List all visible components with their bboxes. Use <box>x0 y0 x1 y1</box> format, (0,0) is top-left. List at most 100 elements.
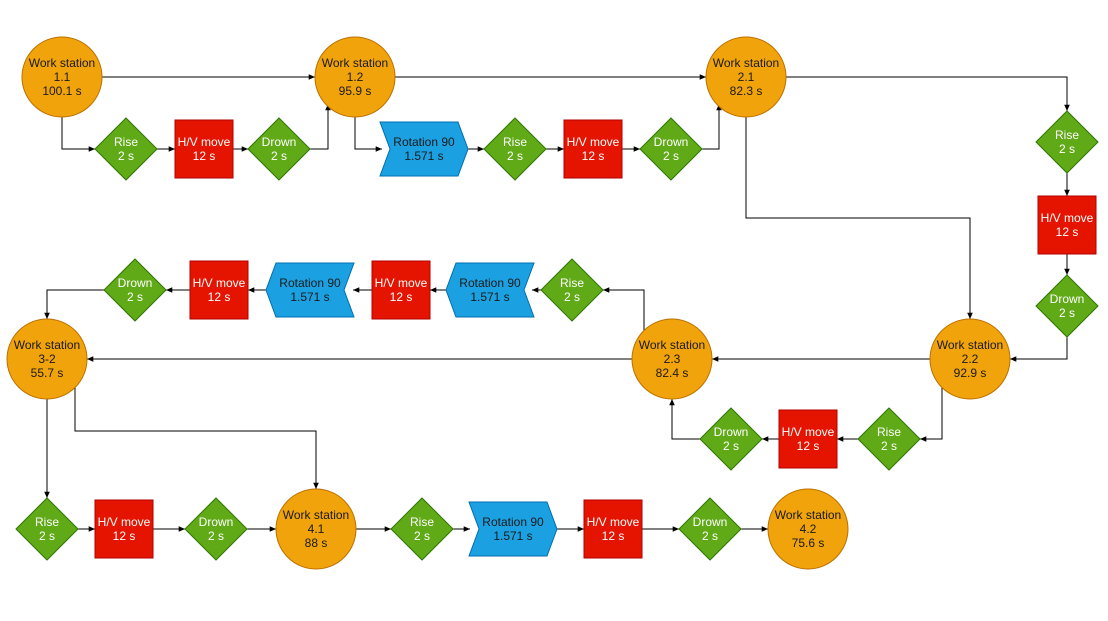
node-label-line: 2.1 <box>738 70 755 84</box>
node-shape <box>1037 195 1097 255</box>
node-label-line: 4.1 <box>308 522 325 536</box>
connector-ws11-to-r1 <box>61 117 95 152</box>
node-label-line: Rise <box>503 135 527 149</box>
node-label-line: 1.571 s <box>493 529 532 543</box>
connector-d1-to-ws12 <box>310 104 331 150</box>
node-label-line: H/V move <box>178 135 231 149</box>
node-label-line: Rotation 90 <box>482 515 544 529</box>
rotation-step-rot6: Rotation 901.571 s <box>265 262 355 318</box>
node-label-line: 100.1 s <box>42 84 81 98</box>
node-label-line: 2.2 <box>962 352 979 366</box>
node-shape <box>483 117 547 181</box>
node-label-line: 4.2 <box>800 522 817 536</box>
node-label-line: H/V move <box>1041 211 1094 225</box>
node-label-line: Rise <box>877 425 901 439</box>
node-label-line: 2 s <box>39 529 55 543</box>
node-shape <box>6 318 88 400</box>
node-shape <box>929 318 1011 400</box>
node-label-line: 2 s <box>118 149 134 163</box>
node-shape <box>857 407 921 471</box>
node-label-line: Work station <box>937 338 1003 352</box>
node-label-line: 12 s <box>193 149 216 163</box>
node-label-line: H/V move <box>98 515 151 529</box>
node-label-line: 2 s <box>723 439 739 453</box>
node-label-line: 12 s <box>208 290 231 304</box>
node-label-line: 3-2 <box>38 352 56 366</box>
node-label-line: Rise <box>560 276 584 290</box>
node-label-line: 12 s <box>390 290 413 304</box>
node-label-line: Work station <box>639 338 705 352</box>
node-shape <box>678 497 742 561</box>
node-label-line: 2 s <box>564 290 580 304</box>
node-label-line: Work station <box>322 56 388 70</box>
connector-ws21-to-r3 <box>786 76 1070 111</box>
node-shape <box>265 262 355 318</box>
node-shape <box>247 117 311 181</box>
node-label-line: 88 s <box>305 536 328 550</box>
node-label-line: 55.7 s <box>31 366 64 380</box>
connector-d3-to-ws22 <box>1010 337 1068 362</box>
node-label-line: Drown <box>714 425 749 439</box>
node-label-line: 2 s <box>414 529 430 543</box>
node-label-line: Rotation 90 <box>393 135 455 149</box>
node-label-line: Drown <box>1050 292 1085 306</box>
node-label-line: H/V move <box>782 425 835 439</box>
node-label-line: 1.1 <box>54 70 71 84</box>
node-label-line: 12 s <box>582 149 605 163</box>
node-label-line: 12 s <box>797 439 820 453</box>
node-label-line: 2 s <box>881 439 897 453</box>
node-shape <box>1035 274 1099 338</box>
node-label-line: 2 s <box>702 529 718 543</box>
node-label-line: Rotation 90 <box>279 276 341 290</box>
node-label-line: 75.6 s <box>792 536 825 550</box>
node-label-line: H/V move <box>193 276 246 290</box>
node-label-line: Rotation 90 <box>459 276 521 290</box>
node-shape <box>275 488 357 570</box>
node-shape <box>174 119 234 179</box>
node-shape <box>314 36 396 118</box>
node-label-line: Work station <box>713 56 779 70</box>
node-shape <box>371 260 431 320</box>
node-label-line: 1.2 <box>347 70 364 84</box>
node-label-line: Drown <box>199 515 234 529</box>
node-label-line: 2 s <box>507 149 523 163</box>
node-label-line: Work station <box>29 56 95 70</box>
node-shape <box>379 121 469 177</box>
node-label-line: Rise <box>35 515 59 529</box>
node-label-line: 82.4 s <box>656 366 689 380</box>
node-label-line: 2 s <box>127 290 143 304</box>
node-shape <box>639 117 703 181</box>
node-shape <box>103 258 167 322</box>
connector-d4-to-ws23 <box>669 399 700 440</box>
connector-ws22-to-r4 <box>920 385 943 442</box>
connector-ws21-to-ws22 <box>745 117 973 319</box>
node-label-line: 92.9 s <box>954 366 987 380</box>
node-label-line: 1.571 s <box>404 149 443 163</box>
node-shape <box>94 499 154 559</box>
node-label-line: 2 s <box>663 149 679 163</box>
node-shape <box>468 501 558 557</box>
node-shape <box>631 318 713 400</box>
connector-ws12-to-rot1 <box>354 117 382 152</box>
